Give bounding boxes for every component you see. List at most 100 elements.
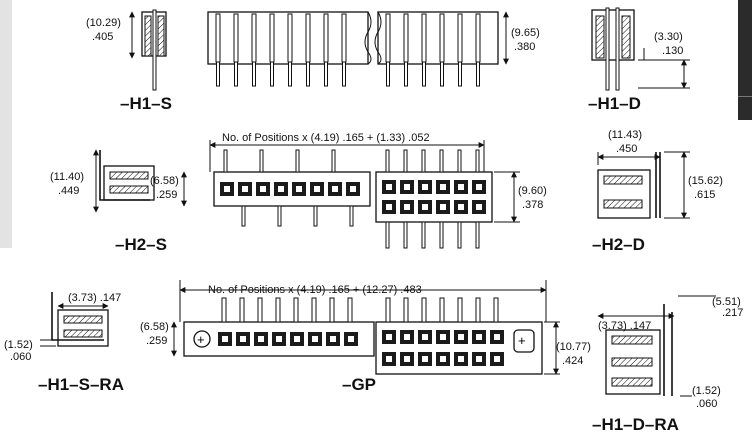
h2s-side-view bbox=[93, 149, 155, 213]
mid-cell-lower-slot bbox=[476, 204, 482, 210]
h1d-dim-mm: (3.30) bbox=[654, 31, 683, 43]
mid-cell-upper-slot bbox=[440, 184, 446, 190]
h1d-dim-in: .130 bbox=[662, 45, 683, 57]
front-view-top bbox=[207, 11, 509, 87]
h2d-width-mm: (11.43) bbox=[608, 129, 642, 141]
gp-pin-top bbox=[493, 297, 499, 323]
h1s-dim-in: .405 bbox=[92, 31, 113, 43]
top-pin-tail bbox=[386, 61, 390, 87]
front-view-middle bbox=[181, 140, 520, 249]
gp-pin-top bbox=[421, 297, 427, 323]
gp-pin-top bbox=[347, 297, 353, 323]
gp-pin-top bbox=[239, 297, 245, 323]
front-view-gp: + + bbox=[171, 280, 560, 375]
gp-cell-lower-slot bbox=[494, 356, 500, 362]
mid-cell-upper-slot bbox=[458, 184, 464, 190]
label-h1d: –H1–D bbox=[588, 94, 641, 113]
h2d-side-view bbox=[597, 151, 690, 219]
gp-cell-lower-slot bbox=[422, 356, 428, 362]
mid-pin-top bbox=[223, 149, 228, 173]
gp-cell-upper-slot bbox=[404, 334, 410, 340]
h1dra-top-in: .217 bbox=[722, 307, 743, 319]
h1sra-side-view bbox=[40, 292, 109, 347]
gp-height-in: .259 bbox=[146, 335, 167, 347]
gp-cell-upper-slot bbox=[386, 334, 392, 340]
gp-cell-lower-slot bbox=[386, 356, 392, 362]
h2d-height-in: .615 bbox=[694, 189, 715, 201]
h2-right-in: .378 bbox=[522, 199, 543, 211]
label-h1s: –H1–S bbox=[120, 94, 172, 113]
h1dra-top-mm: (5.51) bbox=[712, 296, 741, 308]
top-pin-body bbox=[305, 13, 311, 63]
gp-pin-top bbox=[275, 297, 281, 323]
h2-right-mm: (9.60) bbox=[518, 185, 547, 197]
top-pin-tail bbox=[252, 61, 256, 87]
top-pin-body bbox=[385, 13, 391, 63]
top-pin-tail bbox=[458, 61, 462, 87]
h2-height-in: .259 bbox=[156, 189, 177, 201]
top-pin-body bbox=[475, 13, 481, 63]
mid-cell-upper-slot bbox=[422, 184, 428, 190]
left-sidebar-strip bbox=[0, 0, 12, 248]
gp-cell-slot bbox=[276, 336, 282, 342]
gp-cell-lower-slot bbox=[458, 356, 464, 362]
top-pin-tail bbox=[234, 61, 238, 87]
h1d-side-view bbox=[591, 7, 690, 91]
top-pin-body bbox=[341, 13, 347, 63]
mid-cell-lower-slot bbox=[404, 204, 410, 210]
mid-pin-bottom bbox=[277, 205, 282, 227]
label-h1sra: –H1–S–RA bbox=[38, 375, 124, 394]
gp-cell-upper-slot bbox=[494, 334, 500, 340]
gp-cell-upper-slot bbox=[458, 334, 464, 340]
h1sra-width: (3.73) .147 bbox=[68, 292, 121, 304]
mid-cell-slot bbox=[224, 186, 230, 192]
gp-cell-slot bbox=[258, 336, 264, 342]
top-dim-in: .380 bbox=[514, 41, 535, 53]
gp-cell-upper-slot bbox=[440, 334, 446, 340]
mid-pin-top-right bbox=[439, 149, 444, 173]
svg-text:+: + bbox=[197, 332, 205, 347]
mid-pin-bottom-right bbox=[475, 221, 480, 249]
top-pin-tail bbox=[216, 61, 220, 87]
top-pin-body bbox=[439, 13, 445, 63]
mid-cell-slot bbox=[314, 186, 320, 192]
top-pin-body bbox=[421, 13, 427, 63]
top-pin-body bbox=[457, 13, 463, 63]
mid-cell-lower-slot bbox=[440, 204, 446, 210]
gp-cell-slot bbox=[312, 336, 318, 342]
mid-cell-slot bbox=[278, 186, 284, 192]
mid-pin-top-right bbox=[421, 149, 426, 173]
gp-pin-top bbox=[385, 297, 391, 323]
mid-cell-slot bbox=[260, 186, 266, 192]
gp-cell-slot bbox=[330, 336, 336, 342]
mid-pin-top-right bbox=[385, 149, 390, 173]
mid-pin-bottom-right bbox=[439, 221, 444, 249]
top-pin-tail bbox=[342, 61, 346, 87]
top-pin-body bbox=[233, 13, 239, 63]
h2d-height-mm: (15.62) bbox=[688, 175, 723, 187]
gp-cell-slot bbox=[348, 336, 354, 342]
gp-cell-lower-slot bbox=[404, 356, 410, 362]
h1sra-offset-mm: (1.52) bbox=[4, 339, 33, 351]
mid-pin-bottom bbox=[313, 205, 318, 227]
h1dra-offset-in: .060 bbox=[696, 398, 717, 410]
mid-cell-upper-slot bbox=[476, 184, 482, 190]
mid-cell-lower-slot bbox=[458, 204, 464, 210]
top-pin-tail bbox=[324, 61, 328, 87]
top-pin-body bbox=[269, 13, 275, 63]
top-pin-body bbox=[403, 13, 409, 63]
top-pin-tail bbox=[404, 61, 408, 87]
mid-cell-lower-slot bbox=[386, 204, 392, 210]
gp-cell-slot bbox=[294, 336, 300, 342]
gp-pin-top bbox=[439, 297, 445, 323]
mid-pin-bottom-right bbox=[421, 221, 426, 249]
h2d-width-in: .450 bbox=[616, 143, 637, 155]
h2s-dim-in: .449 bbox=[58, 185, 79, 197]
h2s-dim-mm: (11.40) bbox=[50, 171, 84, 183]
gp-pin-top bbox=[257, 297, 263, 323]
mid-pin-top bbox=[331, 149, 336, 173]
svg-text:+: + bbox=[518, 333, 526, 348]
label-h2d: –H2–D bbox=[592, 235, 645, 254]
mid-pin-top bbox=[295, 149, 300, 173]
